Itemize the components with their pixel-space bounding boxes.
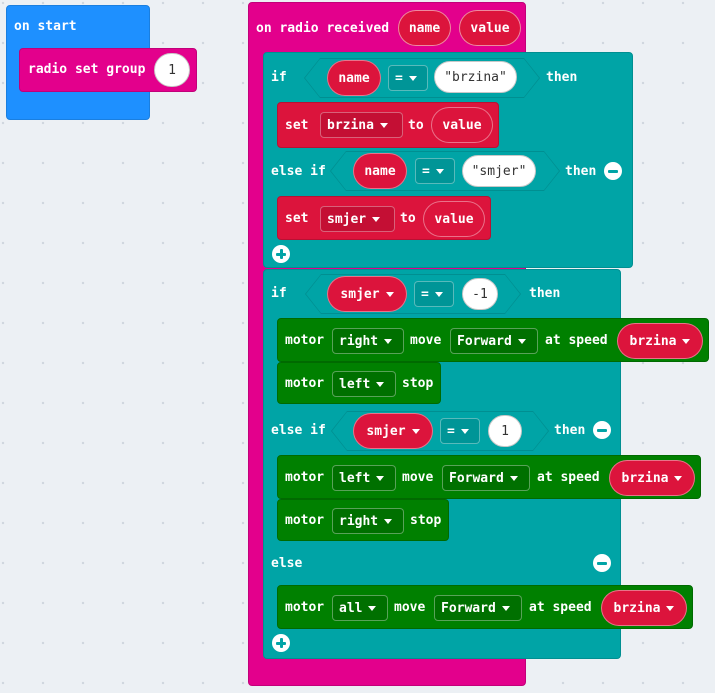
add-else-if-icon[interactable] — [272, 634, 290, 652]
chevron-down-icon — [376, 381, 385, 387]
chevron-down-icon — [435, 168, 444, 174]
chevron-down-icon — [460, 428, 469, 434]
chevron-down-icon — [509, 475, 518, 481]
direction-dropdown[interactable]: Forward — [442, 465, 530, 491]
at-speed-label: at speed — [545, 333, 608, 348]
then-label: then — [546, 70, 578, 85]
stop-label: stop — [402, 376, 434, 391]
speed-variable-pill[interactable]: brzina — [601, 590, 687, 626]
to-label: to — [400, 211, 416, 226]
speed-variable-pill[interactable]: brzina — [617, 323, 703, 359]
chevron-down-icon — [385, 291, 394, 297]
motor-label: motor — [285, 513, 325, 528]
variable-name-pill[interactable]: name — [353, 153, 407, 189]
value-pill[interactable]: value — [423, 201, 485, 237]
radio-set-group-label: radio set group — [28, 62, 146, 77]
motor-move-block[interactable]: motor right move Forward at speed brzina — [277, 318, 709, 362]
to-label: to — [408, 118, 424, 133]
set-label: set — [285, 118, 309, 133]
on-radio-received-label: on radio received — [256, 21, 390, 36]
motor-move-block[interactable]: motor left move Forward at speed brzina — [277, 455, 701, 499]
chevron-down-icon — [408, 75, 417, 81]
at-speed-label: at speed — [529, 600, 592, 615]
operator-dropdown[interactable]: = — [415, 158, 455, 184]
chevron-down-icon — [666, 605, 675, 611]
then-label: then — [554, 423, 586, 438]
text-value-input[interactable]: "smjer" — [462, 155, 536, 187]
move-label: move — [402, 470, 434, 485]
set-label: set — [285, 211, 309, 226]
operator-dropdown[interactable]: = — [440, 418, 480, 444]
variable-dropdown[interactable]: smjer — [320, 206, 395, 232]
then-label: then — [565, 164, 597, 179]
number-input[interactable]: -1 — [462, 278, 498, 310]
motor-dropdown[interactable]: right — [332, 328, 404, 354]
remove-else-icon[interactable] — [593, 554, 611, 572]
motor-move-block[interactable]: motor all move Forward at speed brzina — [277, 585, 693, 629]
if-label: if — [271, 286, 287, 301]
motor-label: motor — [285, 470, 325, 485]
chevron-down-icon — [372, 216, 381, 222]
else-if-label: else if — [271, 164, 326, 179]
chevron-down-icon — [674, 475, 683, 481]
add-else-if-icon[interactable] — [272, 245, 290, 263]
motor-dropdown[interactable]: right — [332, 508, 404, 534]
chevron-down-icon — [501, 605, 510, 611]
then-label: then — [529, 286, 561, 301]
move-label: move — [410, 333, 442, 348]
direction-dropdown[interactable]: Forward — [450, 328, 538, 354]
set-variable-block[interactable]: set brzina to value — [277, 102, 499, 148]
motor-label: motor — [285, 333, 325, 348]
motor-dropdown[interactable]: left — [332, 465, 396, 491]
chevron-down-icon — [379, 122, 388, 128]
operator-dropdown[interactable]: = — [388, 65, 428, 91]
move-label: move — [394, 600, 426, 615]
variable-name-pill[interactable]: name — [327, 60, 381, 96]
remove-else-if-icon[interactable] — [604, 162, 622, 180]
speed-variable-pill[interactable]: brzina — [609, 460, 695, 496]
radio-set-group-block[interactable]: radio set group 1 — [19, 48, 197, 92]
operator-dropdown[interactable]: = — [414, 281, 454, 307]
chevron-down-icon — [384, 338, 393, 344]
motor-dropdown[interactable]: all — [332, 595, 388, 621]
chevron-down-icon — [368, 605, 377, 611]
else-label: else — [271, 556, 303, 571]
stop-label: stop — [410, 513, 442, 528]
variable-dropdown-pill[interactable]: smjer — [327, 276, 407, 312]
remove-else-if-icon[interactable] — [593, 421, 611, 439]
chevron-down-icon — [434, 291, 443, 297]
chevron-down-icon — [682, 338, 691, 344]
motor-stop-block[interactable]: motor left stop — [277, 362, 441, 404]
motor-stop-block[interactable]: motor right stop — [277, 499, 449, 541]
else-if-label: else if — [271, 423, 326, 438]
motor-label: motor — [285, 600, 325, 615]
if-label: if — [271, 70, 287, 85]
set-variable-block[interactable]: set smjer to value — [277, 196, 491, 240]
chevron-down-icon — [411, 428, 420, 434]
param-name-pill[interactable]: name — [398, 10, 451, 46]
chevron-down-icon — [517, 338, 526, 344]
value-pill[interactable]: value — [431, 107, 493, 143]
motor-dropdown[interactable]: left — [332, 371, 396, 397]
chevron-down-icon — [384, 518, 393, 524]
variable-dropdown[interactable]: brzina — [320, 112, 403, 138]
text-value-input[interactable]: "brzina" — [434, 61, 517, 93]
on-start-label: on start — [14, 19, 77, 34]
direction-dropdown[interactable]: Forward — [434, 595, 522, 621]
radio-group-number-input[interactable]: 1 — [154, 53, 190, 87]
number-input[interactable]: 1 — [488, 415, 522, 447]
motor-label: motor — [285, 376, 325, 391]
chevron-down-icon — [376, 475, 385, 481]
at-speed-label: at speed — [537, 470, 600, 485]
variable-dropdown-pill[interactable]: smjer — [353, 413, 433, 449]
param-value-pill[interactable]: value — [459, 10, 521, 46]
